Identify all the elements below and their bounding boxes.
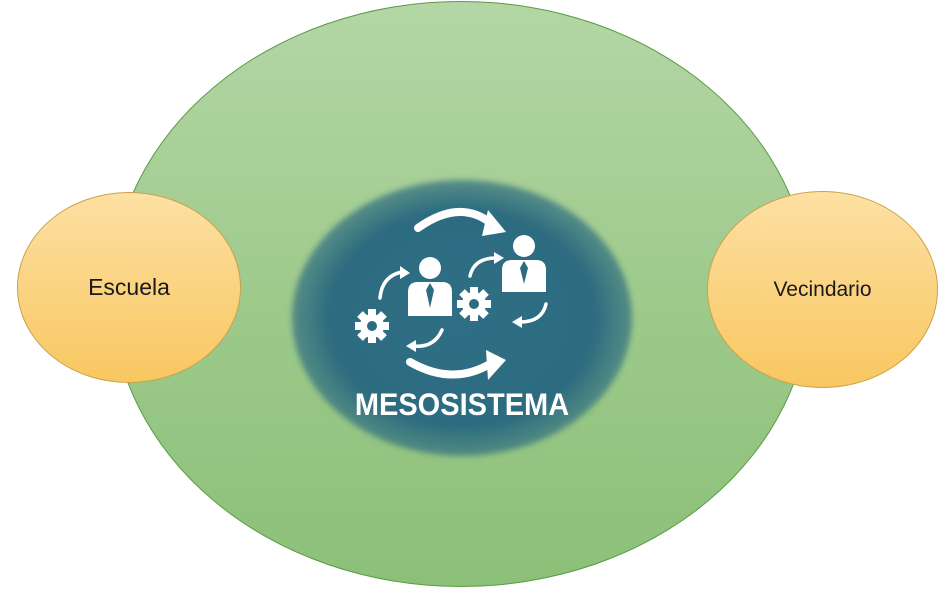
node-escuela: Escuela [17, 192, 241, 383]
node-label: Escuela [88, 274, 170, 300]
people-gears-cycle-icon [355, 208, 548, 380]
node-vecindario: Vecindario [707, 191, 938, 388]
center-blob [292, 180, 632, 456]
node-label: Vecindario [773, 278, 872, 301]
mesosystem-center: MESOSISTEMA [292, 180, 632, 456]
center-label: MESOSISTEMA [354, 387, 570, 423]
